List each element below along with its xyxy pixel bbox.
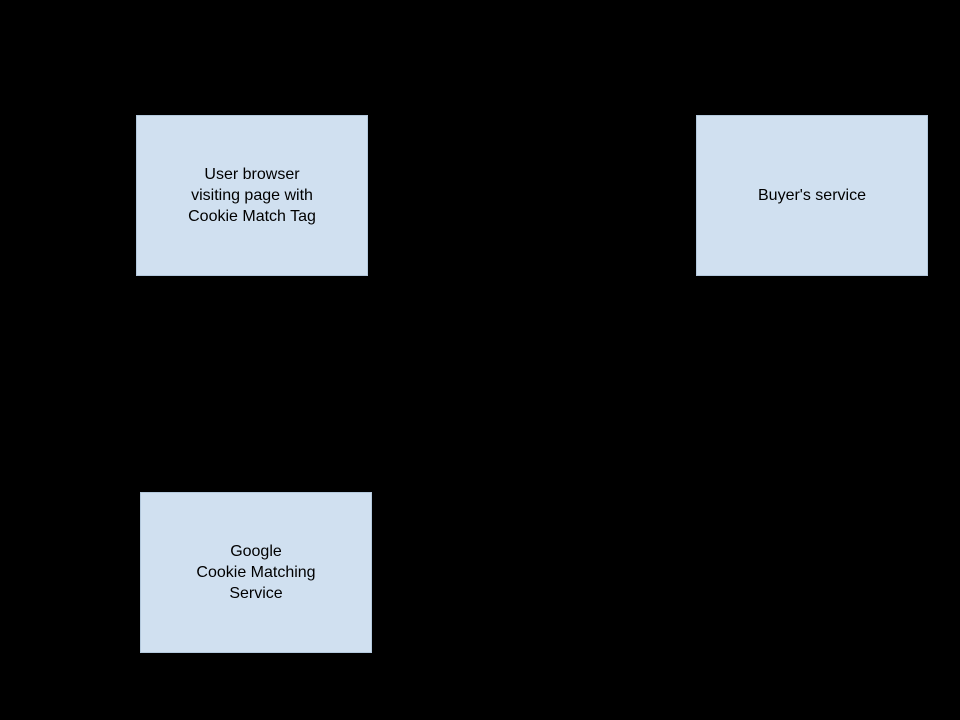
- diagram-node-user-browser-label: User browser visiting page with Cookie M…: [188, 166, 316, 225]
- diagram-node-buyers-service-label: Buyer's service: [758, 187, 866, 204]
- diagram-node-google-cookie-matching-service-label: Google Cookie Matching Service: [196, 543, 316, 602]
- diagram-node-google-cookie-matching-service[interactable]: Google Cookie Matching Service: [140, 492, 372, 653]
- diagram-node-user-browser[interactable]: User browser visiting page with Cookie M…: [136, 115, 368, 276]
- diagram-node-buyers-service[interactable]: Buyer's service: [696, 115, 928, 276]
